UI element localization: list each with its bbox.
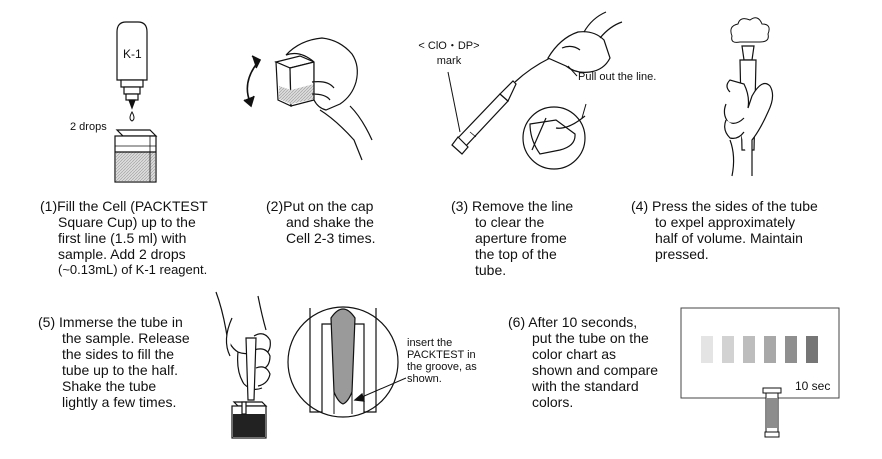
color-swatch-6 [806,336,818,363]
step-6-line1: After 10 seconds, [528,314,638,330]
capped-cup [274,55,316,107]
step-1-number: (1) [40,198,58,214]
step-5-line1: Immerse the tube in [59,314,183,330]
step-3-line4: the top of the [475,246,557,262]
step-3-text: (3) Remove the line to clear the apertur… [451,198,591,278]
bottle-label: K-1 [123,47,142,61]
step-3-line1: Remove the line [472,198,574,214]
color-swatch-3 [743,336,755,363]
k1-reagent-bottle [116,21,148,110]
step-1-line2: Square Cup) up to the [58,214,196,230]
shake-arrow [243,55,262,108]
immersed-tube [245,337,257,401]
pull-line-label: Pull out the line. [578,71,657,83]
step-4-number: (4) [631,198,649,214]
insert-note-line3: the groove, as [407,361,477,373]
insert-packtest-note: insert the PACKTEST in the groove, as sh… [407,337,487,385]
step-2-line3: Cell 2-3 times. [286,230,376,246]
step-2-line1: Put on the cap [283,198,374,214]
step-3-line3: aperture frome [475,230,567,246]
step-5-line3: the sides to fill the [62,346,175,362]
test-tube-on-chart [762,387,782,438]
step-4-line2: to expel approximately [655,214,796,230]
color-swatch-1 [701,336,713,363]
step-6-line2: put the tube on the [532,330,649,346]
step-1-line1: Fill the Cell (PACKTEST [57,198,208,214]
packtest-square-cup [114,129,158,183]
pull-label-leader [567,65,578,77]
color-swatch-5 [785,336,797,363]
step-5-number: (5) [38,314,56,330]
step-6-line5: with the standard [532,378,639,394]
groove-zoom-circle [287,306,407,418]
clo-dp-mark-line1: < ClO・DP> [418,40,480,52]
step-2-number: (2) [266,198,284,214]
step-2-text: (2)Put on the cap and shake the Cell 2-3… [266,198,400,246]
step-6-line6: colors. [532,394,574,410]
sample-cup [231,401,268,439]
step-4-line3: half of volume. Maintain [655,230,803,246]
step-6-line4: shown and compare [532,362,659,378]
step-5-line5: Shake the tube [62,378,157,394]
aperture-zoom-circle [522,103,587,170]
timer-label: 10 sec [795,379,831,393]
step-3-line5: tube. [475,262,507,278]
step-5-line4: tube up to the half. [62,362,178,378]
insert-note-line4: shown. [407,373,442,385]
clo-dp-mark-line2: mark [436,55,462,67]
step-2-line2: and shake the [286,214,374,230]
color-swatch-4 [764,336,776,363]
clo-dp-mark-label: < ClO・DP> mark [408,40,490,67]
packtest-tube [451,80,517,155]
step-5-line2: the sample. Release [62,330,190,346]
color-swatch-2 [722,336,734,363]
step-1-line5: (~0.13mL) of K-1 reagent. [58,262,208,277]
expel-puff [730,17,770,43]
insert-note-line1: insert the [407,337,453,349]
step-1-line4: sample. Add 2 drops [58,246,186,262]
insert-note-line2: PACKTEST in [407,349,476,361]
step-5-line6: lightly a few times. [62,394,177,410]
hand-shaking-icon [285,37,373,161]
step-5-text: (5) Immerse the tube in the sample. Rele… [38,314,202,410]
step-4-text: (4) Press the sides of the tube to expel… [631,198,833,262]
step-1-line3: first line (1.5 ml) with [58,230,187,246]
color-swatches [701,336,818,363]
step-6-line3: color chart as [532,346,617,362]
reagent-drop [129,110,135,122]
hand-squeezing-icon [723,79,774,177]
step-6-text: (6) After 10 seconds, put the tube on th… [508,314,672,410]
hand-immersing-icon [215,291,271,390]
step-1-text: (1)Fill the Cell (PACKTEST Square Cup) u… [40,198,230,278]
hand-pulling-icon [547,11,623,73]
clo-dp-mark-leader [447,71,461,133]
step-3-number: (3) [451,198,469,214]
step-4-line4: pressed. [655,246,709,262]
step-6-number: (6) [508,314,526,330]
step-3-line2: to clear the [475,214,545,230]
step-4-line1: Press the sides of the tube [652,198,818,214]
drops-label: 2 drops [70,121,107,133]
